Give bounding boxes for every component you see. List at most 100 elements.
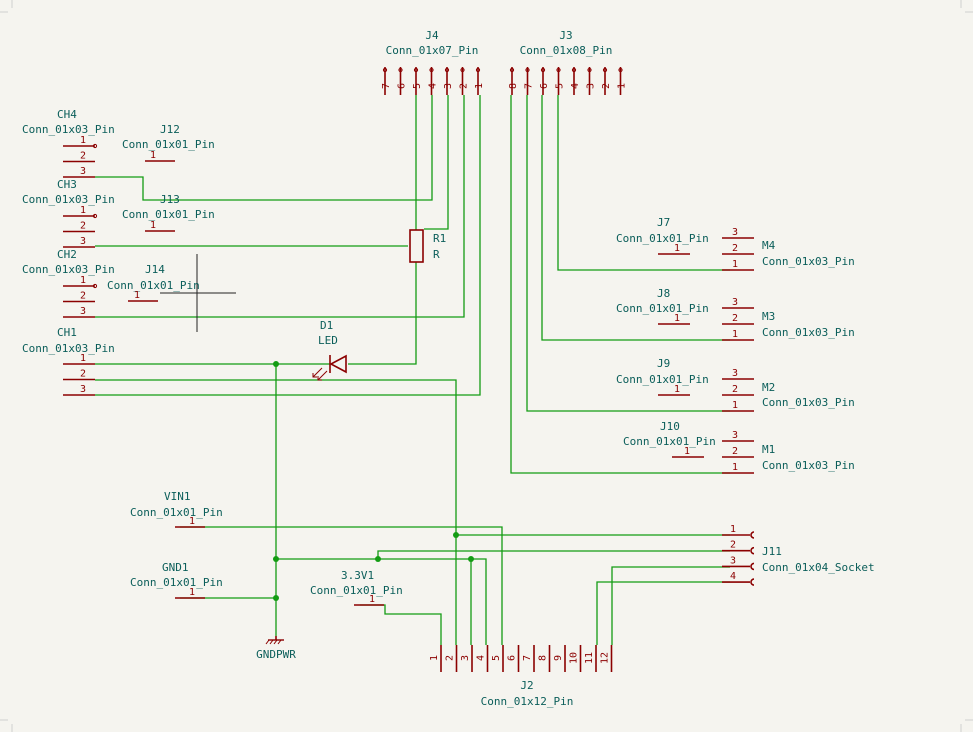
ch-pin-number: 1 bbox=[80, 205, 86, 216]
j2-value: Conn_01x12_Pin bbox=[481, 695, 574, 708]
m-pin-number: 1 bbox=[732, 329, 738, 340]
m-pin-number: 2 bbox=[732, 313, 738, 324]
led-d1[interactable]: D1 LED bbox=[312, 319, 347, 381]
j3-pin-ring bbox=[540, 67, 546, 73]
j4-pin-number: 5 bbox=[412, 83, 423, 89]
connector-m3[interactable]: M3 Conn_01x03_Pin 3 2 1 bbox=[722, 297, 855, 341]
ch-pin-ring bbox=[92, 143, 98, 149]
j3-pin-ring bbox=[509, 67, 515, 73]
m-pin-number: 1 bbox=[732, 400, 738, 411]
j3-pin-number: 4 bbox=[570, 83, 581, 89]
j2-ref: J2 bbox=[520, 679, 533, 692]
j4-pin-number: 7 bbox=[381, 83, 392, 89]
connector-3v3[interactable]: 3.3V1 Conn_01x01_Pin 1 bbox=[310, 569, 403, 606]
j3-pin-ring bbox=[571, 67, 577, 73]
resistor-r1[interactable]: R1 R bbox=[409, 229, 446, 263]
gnd1-ref: GND1 bbox=[162, 561, 189, 574]
j4-pin-number: 2 bbox=[459, 83, 470, 89]
connector-m4[interactable]: M4 Conn_01x03_Pin 3 2 1 bbox=[722, 227, 855, 271]
ch-pin-ring bbox=[92, 213, 98, 219]
m-pin-number: 3 bbox=[732, 297, 738, 308]
j4-pin-ring bbox=[398, 67, 403, 73]
r1-ref: R1 bbox=[433, 232, 446, 245]
m-pin-number: 2 bbox=[732, 243, 738, 254]
ch2-ref: CH2 bbox=[57, 248, 77, 261]
j4-value: Conn_01x07_Pin bbox=[386, 44, 479, 57]
j11-ref: J11 bbox=[762, 545, 782, 558]
ch1-value: Conn_01x03_Pin bbox=[22, 342, 115, 355]
connector-j14[interactable]: J14 Conn_01x01_Pin 1 bbox=[107, 263, 200, 302]
connector-m1[interactable]: M1 Conn_01x03_Pin 321 bbox=[722, 430, 855, 474]
j8-pin-1: 1 bbox=[674, 313, 680, 324]
ch-pin-number: 2 bbox=[80, 151, 86, 162]
connector-j8[interactable]: J8 Conn_01x01_Pin 1 bbox=[616, 287, 709, 325]
j3-pin-ring bbox=[602, 67, 608, 73]
m3-ref: M3 bbox=[762, 310, 775, 323]
connector-j13[interactable]: J13 Conn_01x01_Pin 1 bbox=[122, 193, 215, 232]
connector-m2[interactable]: M2 Conn_01x03_Pin 321 bbox=[722, 368, 855, 412]
vin1-value: Conn_01x01_Pin bbox=[130, 506, 223, 519]
j3-pin-number: 8 bbox=[508, 83, 519, 89]
d1-value: LED bbox=[318, 334, 338, 347]
j12-value: Conn_01x01_Pin bbox=[122, 138, 215, 151]
j7-pin-1: 1 bbox=[674, 243, 680, 254]
ch2-value: Conn_01x03_Pin bbox=[22, 263, 115, 276]
ch-pin-number: 3 bbox=[80, 306, 86, 317]
j4-pin-ring bbox=[460, 67, 465, 73]
m4-ref: M4 bbox=[762, 239, 776, 252]
v33-ref: 3.3V1 bbox=[341, 569, 374, 582]
j12-ref: J12 bbox=[160, 123, 180, 136]
v33-value: Conn_01x01_Pin bbox=[310, 584, 403, 597]
connector-ch3[interactable]: CH3 Conn_01x03_Pin 123 bbox=[22, 178, 115, 248]
connector-j10[interactable]: J10 Conn_01x01_Pin 1 bbox=[623, 420, 716, 458]
j14-value: Conn_01x01_Pin bbox=[107, 279, 200, 292]
connector-j12[interactable]: J12 Conn_01x01_Pin 1 bbox=[122, 123, 215, 162]
j3-pin-ring bbox=[556, 67, 561, 73]
j3-pin-number: 2 bbox=[601, 83, 612, 89]
j3-pin-ring bbox=[587, 67, 592, 73]
gnd1-value: Conn_01x01_Pin bbox=[130, 576, 223, 589]
m2-value: Conn_01x03_Pin bbox=[762, 396, 855, 409]
j2-pin-number: 11 bbox=[584, 652, 595, 664]
m3-value: Conn_01x03_Pin bbox=[762, 326, 855, 339]
connector-gnd1[interactable]: GND1 Conn_01x01_Pin 1 bbox=[130, 561, 223, 599]
j3-pin-ring bbox=[525, 67, 530, 73]
gndpwr-symbol[interactable]: GNDPWR bbox=[256, 636, 296, 661]
j2-pin-number: 3 bbox=[460, 655, 471, 661]
gndpwr-label: GNDPWR bbox=[256, 648, 296, 661]
j2-pin-number: 1 bbox=[429, 655, 440, 661]
vin1-pin-1: 1 bbox=[189, 516, 195, 527]
m-pin-number: 1 bbox=[732, 259, 738, 270]
connector-ch4[interactable]: CH4 Conn_01x03_Pin 123 bbox=[22, 108, 115, 178]
j4-pin-ring bbox=[382, 67, 388, 73]
m1-ref: M1 bbox=[762, 443, 775, 456]
j11-value: Conn_01x04_Socket bbox=[762, 561, 875, 574]
ch-pin-number: 3 bbox=[80, 384, 86, 395]
j9-value: Conn_01x01_Pin bbox=[616, 373, 709, 386]
j11-socket-cup bbox=[750, 531, 755, 539]
m-pin-number: 2 bbox=[732, 384, 738, 395]
wires bbox=[95, 95, 730, 645]
j10-value: Conn_01x01_Pin bbox=[623, 435, 716, 448]
connector-vin1[interactable]: VIN1 Conn_01x01_Pin 1 bbox=[130, 490, 223, 528]
connector-ch1[interactable]: CH1 Conn_01x03_Pin 123 bbox=[22, 326, 115, 396]
connector-ch2[interactable]: CH2 Conn_01x03_Pin 123 bbox=[22, 248, 115, 318]
ch4-value: Conn_01x03_Pin bbox=[22, 123, 115, 136]
r1-value: R bbox=[433, 248, 440, 261]
j11-socket-cup bbox=[750, 578, 755, 586]
connector-j7[interactable]: J7 Conn_01x01_Pin 1 bbox=[616, 216, 709, 255]
j14-pin-1: 1 bbox=[134, 290, 140, 301]
j3-pin-number: 5 bbox=[555, 83, 566, 89]
vin1-ref: VIN1 bbox=[164, 490, 191, 503]
m4-value: Conn_01x03_Pin bbox=[762, 255, 855, 268]
connector-j9[interactable]: J9 Conn_01x01_Pin 1 bbox=[616, 357, 709, 396]
j4-pin-ring bbox=[475, 67, 481, 73]
ch-pin-number: 3 bbox=[80, 166, 86, 177]
m-pin-number: 3 bbox=[732, 227, 738, 238]
j4-ref: J4 bbox=[425, 29, 439, 42]
